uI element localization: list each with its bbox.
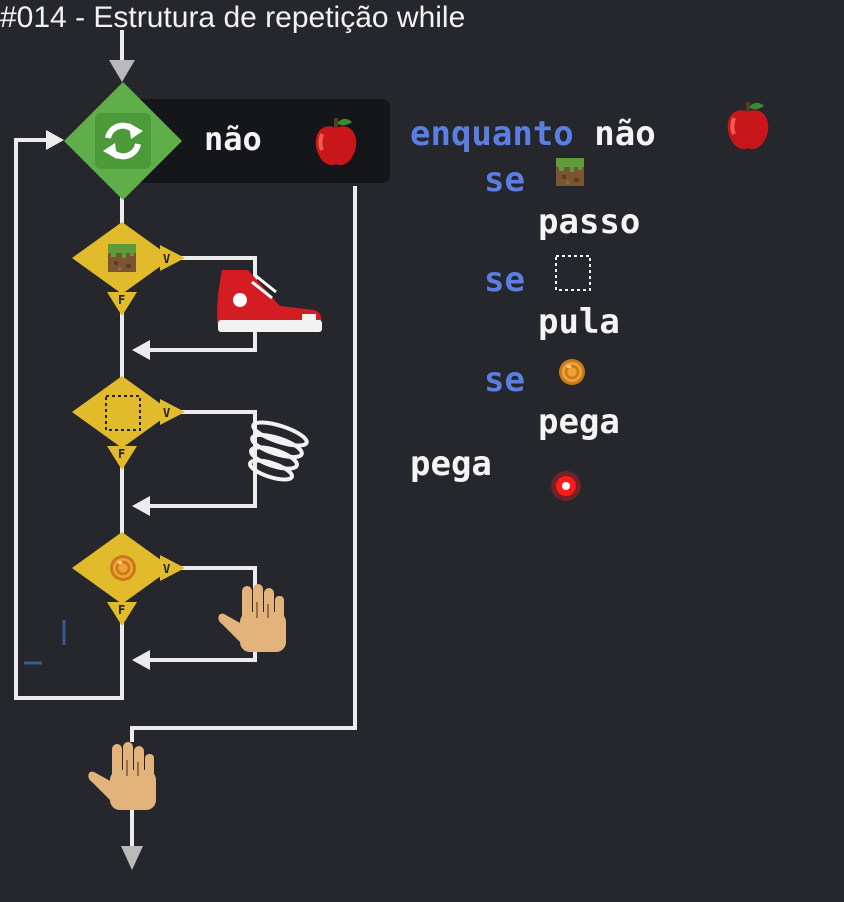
action-passo: passo: [538, 202, 641, 242]
keyword-se: se: [484, 360, 525, 400]
true-label: V: [163, 252, 170, 266]
coin-icon: [108, 553, 138, 583]
code-line-6: se: [484, 360, 525, 400]
spring-icon: [247, 420, 309, 482]
code-coin-icon: [557, 357, 587, 387]
exit-hand-icon: [87, 741, 157, 811]
code-line-5: pula: [538, 302, 620, 342]
code-line-8: pega: [410, 444, 492, 484]
sneaker-icon: [217, 270, 322, 332]
code-line-1: enquanto não: [410, 114, 656, 154]
action-pega: pega: [538, 402, 620, 442]
code-grass-block-icon: [556, 158, 584, 186]
code-line-3: passo: [538, 202, 640, 242]
false-label: F: [118, 603, 125, 617]
true-label: V: [163, 562, 170, 576]
video-title: #014 - Estrutura de repetição while: [0, 1, 466, 34]
false-label: F: [118, 293, 125, 307]
action-pula: pula: [538, 302, 620, 342]
false-label: F: [118, 447, 125, 461]
pointer-cursor: [551, 471, 581, 501]
arrowheads: [46, 60, 150, 870]
code-line-4: se: [484, 260, 525, 300]
loop-condition-box: [120, 99, 390, 183]
refresh-icon: [95, 113, 151, 169]
true-label: V: [163, 406, 170, 420]
code-empty-block-icon: [555, 255, 591, 291]
code-line-2: se: [484, 160, 525, 200]
condition-text: não: [594, 114, 656, 154]
code-line-7: pega: [538, 402, 620, 442]
hand-icon: [217, 583, 287, 653]
keyword-enquanto: enquanto: [410, 114, 574, 154]
keyword-se: se: [484, 260, 525, 300]
loop-condition-label: não: [204, 120, 262, 158]
code-apple-icon: [725, 100, 771, 152]
keyword-se: se: [484, 160, 525, 200]
action-pega-after-loop: pega: [410, 444, 492, 484]
grass-block-icon: [108, 244, 136, 272]
empty-block-icon: [105, 395, 141, 431]
decision-diamond-2: [72, 376, 172, 448]
